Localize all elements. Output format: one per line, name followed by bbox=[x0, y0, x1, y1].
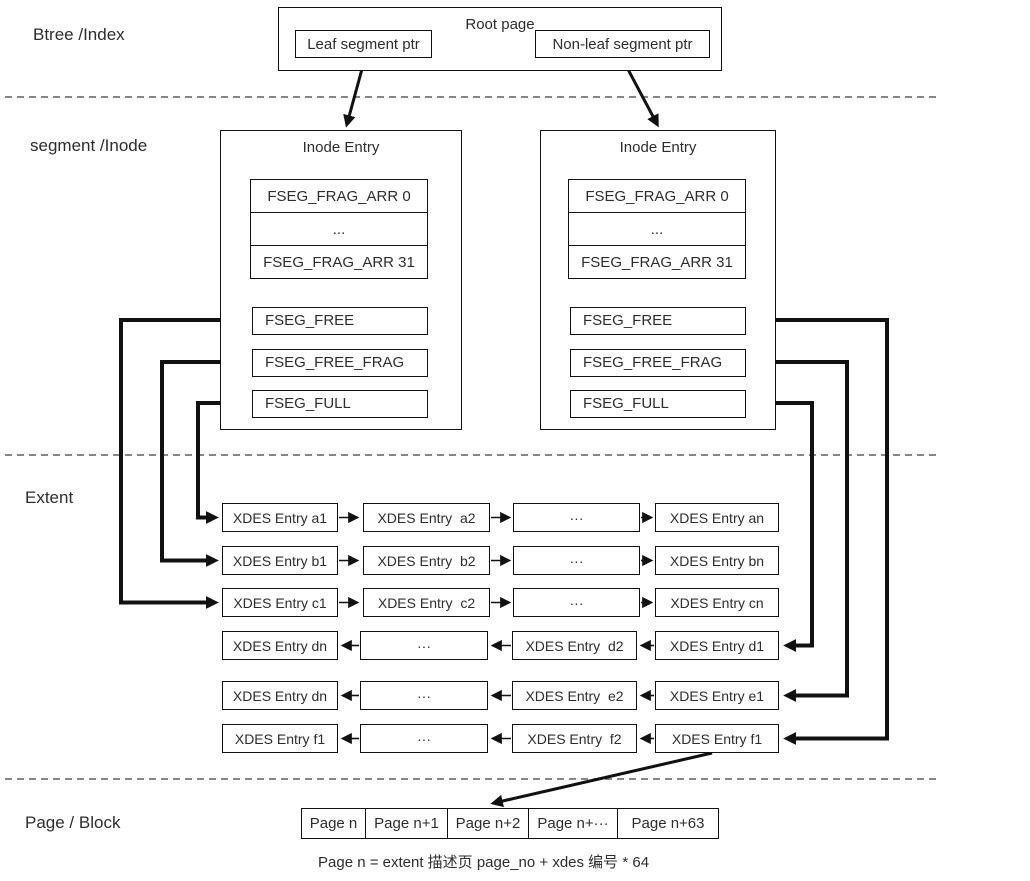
inode-entry-right-box: Inode Entry FSEG_FRAG_ARR 0 ... FSEG_FRA… bbox=[540, 130, 776, 430]
fseg-frag-arr-0-right: FSEG_FRAG_ARR 0 bbox=[585, 187, 729, 205]
xdes-ellipsis-row-f: ··· bbox=[360, 724, 488, 753]
fseg-free-frag-right-box: FSEG_FREE_FRAG bbox=[570, 349, 746, 377]
page-table: Page n Page n+1 Page n+2 Page n+··· Page… bbox=[301, 808, 719, 839]
xdes-ellipsis-row-d: ··· bbox=[360, 631, 488, 660]
page-cell-ndots: Page n+··· bbox=[529, 809, 618, 838]
inode-entry-left-title: Inode Entry bbox=[302, 139, 380, 156]
xdes-ellipsis-row-e: ··· bbox=[360, 681, 488, 710]
xdes-entry-an: XDES Entry an bbox=[655, 503, 779, 532]
root-page-title: Root page bbox=[465, 16, 535, 33]
page-cell-n: Page n bbox=[302, 809, 366, 838]
nonleaf-segment-ptr-box: Non-leaf seg​ment ptr bbox=[535, 30, 710, 58]
page-cell-n1: Page n+1 bbox=[366, 809, 448, 838]
root-page-box: Root page Leaf segment ptr Non-leaf seg​… bbox=[278, 7, 722, 71]
fseg-free-right-box: FSEG_FREE bbox=[570, 307, 746, 335]
fseg-full-right-box: FSEG_FULL bbox=[570, 390, 746, 418]
fseg-frag-arr-31-right: FSEG_FRAG_ARR 31 bbox=[569, 245, 745, 278]
fseg-free-frag-left-box: FSEG_FREE_FRAG bbox=[252, 349, 428, 377]
xdes-entry-f1: XDES Entry f1 bbox=[655, 724, 779, 753]
fseg-frag-arr-stack-left: FSEG_FRAG_ARR 0 ... FSEG_FRAG_ARR 31 bbox=[250, 179, 428, 279]
xdes-entry-e1: XDES Entry e1 bbox=[655, 681, 779, 710]
fseg-frag-arr-mid-left: ... bbox=[251, 212, 427, 245]
xdes-entry-f2: XDES Entry f2 bbox=[512, 724, 637, 753]
xdes-entry-fn: XDES Entry f1 bbox=[222, 724, 338, 753]
layer-label-segment: segment /Inode bbox=[30, 136, 148, 155]
f1-to-page-arrow bbox=[490, 751, 713, 808]
page-cell-n63: Page n+63 bbox=[631, 815, 705, 832]
formula-caption: Page n = extent 描述页 page_no + xdes 编号 * … bbox=[318, 854, 650, 871]
layer-label-extent: Extent bbox=[25, 488, 74, 507]
fseg-frag-arr-0-left: FSEG_FRAG_ARR 0 bbox=[267, 187, 411, 205]
xdes-ellipsis-row-a: ··· bbox=[513, 503, 640, 532]
fseg-frag-arr-stack-right: FSEG_FRAG_ARR 0 ... FSEG_FRAG_ARR 31 bbox=[568, 179, 746, 279]
fseg-frag-arr-mid-right: ... bbox=[569, 212, 745, 245]
page-cell-n2: Page n+2 bbox=[448, 809, 529, 838]
xdes-entry-bn: XDES Entry bn bbox=[655, 546, 779, 575]
fseg-full-left-box: FSEG_FULL bbox=[252, 390, 428, 418]
fseg-free-left-box: FSEG_FREE bbox=[252, 307, 428, 335]
xdes-entry-b1: XDES Entry b1 bbox=[222, 546, 338, 575]
inode-entry-left-box: Inode Entry FSEG_FRAG_ARR 0 ... FSEG_FRA… bbox=[220, 130, 462, 430]
xdes-entry-c1: XDES Entry c1 bbox=[222, 588, 338, 617]
layer-label-btree: Btree /Index bbox=[33, 25, 125, 44]
xdes-entry-e2: XDES Entry e2 bbox=[512, 681, 637, 710]
xdes-entry-d1: XDES Entry d1 bbox=[655, 631, 779, 660]
inode-entry-right-title: Inode Entry bbox=[619, 139, 697, 156]
leaf-segment-ptr-box: Leaf segment ptr bbox=[295, 30, 432, 58]
xdes-ellipsis-row-c: ··· bbox=[513, 588, 640, 617]
xdes-ellipsis-row-b: ··· bbox=[513, 546, 640, 575]
xdes-entry-a1: XDES Entry a1 bbox=[222, 503, 338, 532]
xdes-entry-dn: XDES Entry dn bbox=[222, 631, 338, 660]
layer-label-page: Page / Block bbox=[25, 813, 121, 832]
xdes-entry-d2: XDES Entry d2 bbox=[512, 631, 637, 660]
xdes-entry-b2: XDES Entry b2 bbox=[363, 546, 490, 575]
fseg-frag-arr-31-left: FSEG_FRAG_ARR 31 bbox=[251, 245, 427, 278]
xdes-entry-a2: XDES Entry a2 bbox=[363, 503, 490, 532]
xdes-entry-cn: XDES Entry cn bbox=[655, 588, 779, 617]
xdes-entry-en: XDES Entry dn bbox=[222, 681, 338, 710]
xdes-entry-c2: XDES Entry c2 bbox=[363, 588, 490, 617]
